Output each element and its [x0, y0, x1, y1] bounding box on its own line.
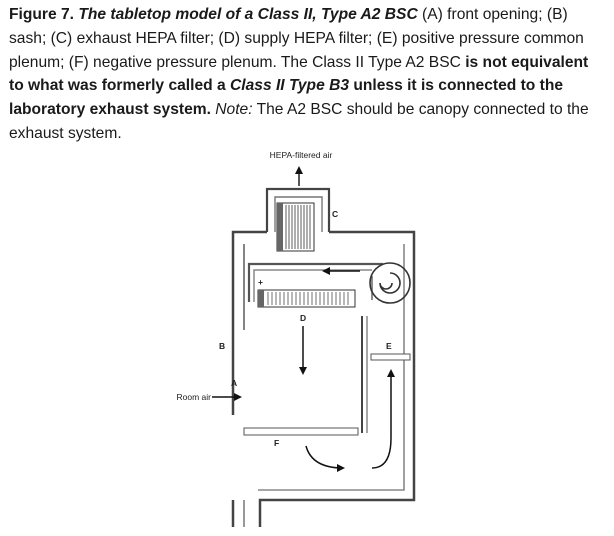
label-e: E	[386, 341, 392, 351]
caption-bold-1: is not equivalent to what was formerly c…	[9, 53, 589, 95]
positive-pressure-plenum	[247, 262, 383, 433]
hepa-filtered-air-label: HEPA-filtered air	[270, 150, 333, 160]
curved-airflow-arrow	[305, 445, 345, 472]
room-air-label: Room air	[177, 392, 212, 402]
label-c: C	[332, 209, 338, 219]
note-text: The A2 BSC should be canopy connected to…	[9, 101, 589, 142]
label-b: B	[219, 341, 225, 351]
exhaust-hepa-filter	[276, 202, 315, 252]
label-f: F	[274, 438, 279, 448]
cabinet-body	[231, 230, 416, 527]
exhaust-housing	[265, 187, 331, 232]
blower-fan	[369, 262, 411, 304]
label-a: A	[231, 378, 237, 388]
note-label: Note:	[210, 101, 253, 119]
supply-hepa-filter	[257, 289, 356, 308]
negative-pressure-plenum	[243, 427, 359, 436]
caption-text-1: (A) front opening; (B) sash; (C) exhaust…	[9, 6, 584, 71]
caption-bold-2: unless it is connected to the laboratory…	[9, 77, 564, 119]
caption-bold-italic: Class II Type B3	[230, 77, 350, 95]
plus-sign: +	[258, 277, 263, 287]
figure-caption: Figure 7. The tabletop model of a Class …	[9, 3, 607, 146]
upflow-arrow	[371, 369, 395, 469]
label-d: D	[300, 313, 306, 323]
positive-pressure-common-plenum	[370, 353, 411, 361]
figure-title: The tabletop model of a Class II, Type A…	[78, 6, 418, 23]
figure-label: Figure 7.	[9, 6, 74, 23]
